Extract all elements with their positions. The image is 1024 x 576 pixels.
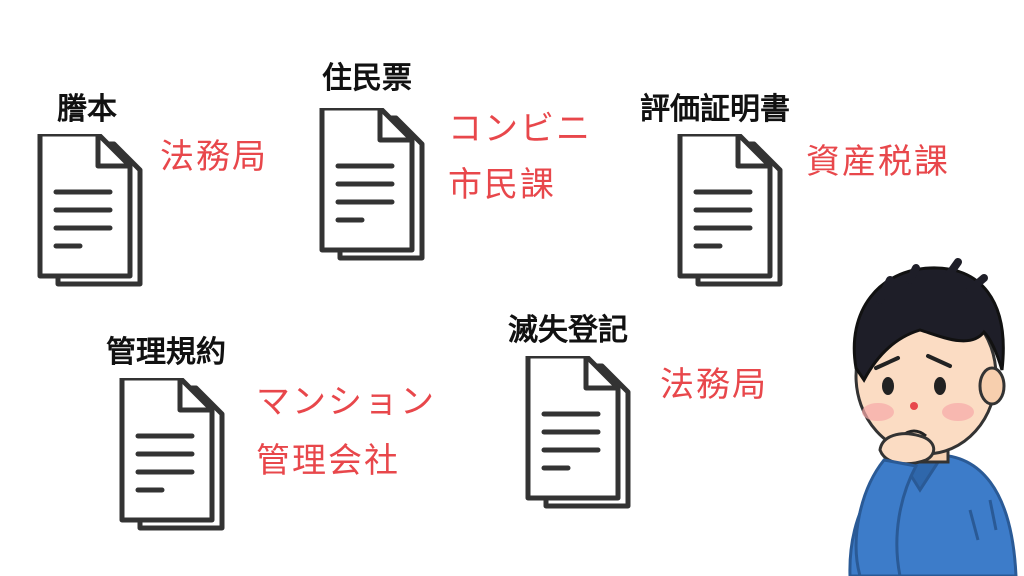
document-title-juuminhyou: 住民票 <box>322 61 412 96</box>
document-title-messhitsu-touki: 滅失登記 <box>508 313 628 348</box>
document-title-kanri-kiyaku: 管理規約 <box>106 335 226 370</box>
document-icon <box>36 134 146 290</box>
document-icon <box>118 378 228 534</box>
document-icon <box>318 108 428 264</box>
office-label: 管理会社 <box>256 441 400 481</box>
worried-person-illustration <box>848 258 1018 576</box>
document-title-hyouka-shoumeisho: 評価証明書 <box>640 92 790 127</box>
office-label: 法務局 <box>160 137 268 177</box>
office-label: 法務局 <box>660 365 768 405</box>
office-label: 資産税課 <box>806 142 950 182</box>
office-label: 市民課 <box>448 165 556 205</box>
document-icon <box>524 356 634 512</box>
office-label: コンビニ <box>448 109 592 149</box>
document-icon <box>676 134 786 290</box>
document-title-touhon: 謄本 <box>57 92 117 127</box>
office-label: マンション <box>256 382 436 422</box>
